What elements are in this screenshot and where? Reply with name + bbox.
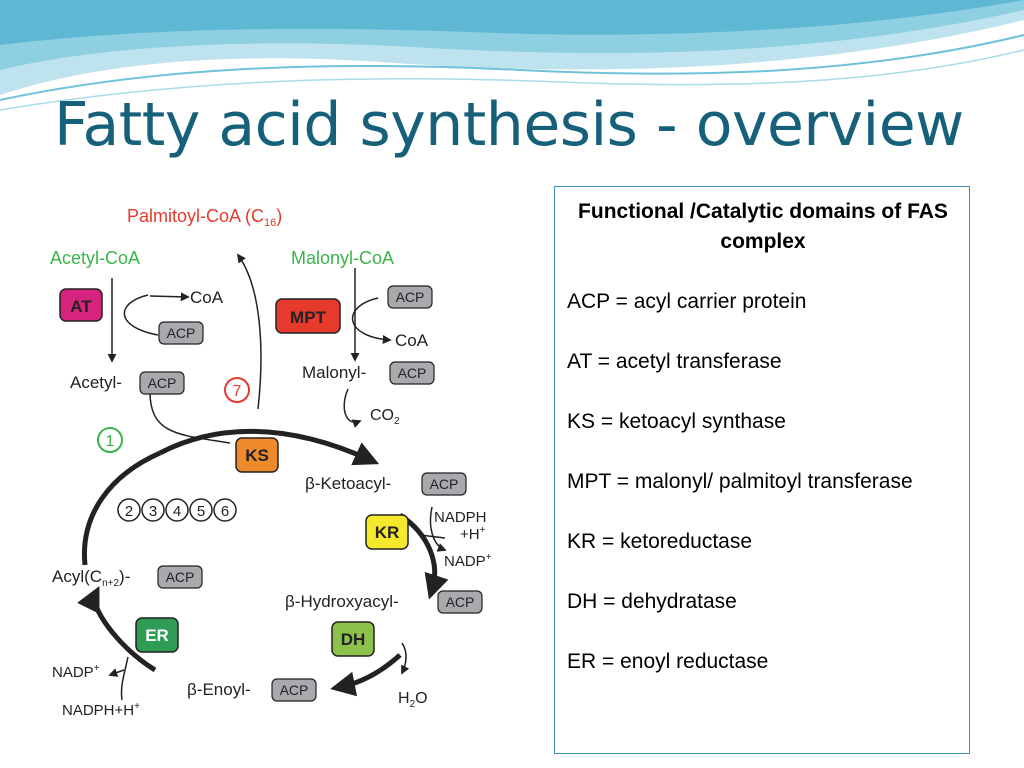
reaction-arrows: [107, 253, 447, 701]
legend-item-er: ER = enoyl reductase: [567, 650, 769, 673]
step-3-label: 3: [149, 503, 157, 520]
step-7-label: 7: [233, 383, 242, 400]
palmitoyl-coa-label: Palmitoyl-CoA (C16): [127, 206, 282, 229]
acp-label-at: ACP: [167, 325, 196, 341]
steps-2-6-markers: 2 3 4 5 6: [117, 498, 237, 522]
coa-label-mpt: CoA: [395, 331, 429, 350]
slide-title: Fatty acid synthesis - overview: [54, 90, 964, 160]
legend-item-dh: DH = dehydratase: [567, 590, 737, 613]
legend-item-ks: KS = ketoacyl synthase: [567, 410, 786, 433]
acetyl-acp-label: Acetyl-: [70, 373, 122, 392]
acp-badge-malonyl: [389, 361, 435, 385]
acp-badge-hydroxyacyl: [437, 590, 483, 614]
enzyme-er-label: ER: [145, 626, 169, 645]
acp-label-enoyl: ACP: [280, 682, 309, 698]
acp-badge-enoyl: [271, 678, 317, 702]
malonyl-acp-label: Malonyl-: [302, 363, 366, 382]
acp-label-ketoacyl: ACP: [430, 476, 459, 492]
step-2-label: 2: [125, 503, 133, 520]
nadp-kr-label: NADP+: [444, 552, 492, 570]
enoyl-acp-label: β-Enoyl-: [187, 680, 251, 699]
step-1-marker: [97, 427, 123, 453]
nadph-er-label: NADPH+H+: [62, 701, 140, 719]
hydroxyacyl-acp-label: β-Hydroxyacyl-: [285, 592, 399, 611]
step-6-label: 6: [221, 503, 229, 520]
step-7-marker: [224, 377, 250, 403]
nadph-kr-label: NADPH: [434, 509, 487, 526]
acp-badge-mpt: [387, 285, 433, 309]
legend-item-at: AT = acetyl transferase: [567, 350, 782, 373]
enzyme-at-label: AT: [70, 297, 92, 316]
step-5-label: 5: [197, 503, 205, 520]
co2-label: CO2: [370, 407, 400, 427]
enzyme-kr-badge: [365, 514, 409, 550]
enzyme-dh-badge: [331, 621, 375, 657]
acp-label-mpt: ACP: [396, 289, 425, 305]
h-plus-kr-label: +H+: [460, 525, 486, 543]
acyl-acp-label: Acyl(Cn+2)-: [52, 567, 130, 589]
enzyme-mpt-label: MPT: [290, 308, 327, 327]
step-4-label: 4: [173, 503, 181, 520]
acp-badge-at: [158, 321, 204, 345]
step-1-label: 1: [106, 433, 115, 450]
legend-item-mpt: MPT = malonyl/ palmitoyl transferase: [567, 470, 913, 493]
enzyme-mpt-badge: [275, 298, 341, 334]
nadp-er-label: NADP+: [52, 663, 100, 681]
enzyme-dh-label: DH: [341, 630, 366, 649]
acp-label-acetyl: ACP: [148, 375, 177, 391]
acp-badge-acyl: [157, 565, 203, 589]
malonyl-coa-label: Malonyl-CoA: [291, 248, 394, 268]
legend-item-kr: KR = ketoreductase: [567, 530, 753, 553]
enzyme-kr-label: KR: [375, 523, 400, 542]
acp-badge-ketoacyl: [421, 472, 467, 496]
fatty-acid-synthesis-cycle-diagram: Palmitoyl-CoA (C16) Acetyl-CoA Malonyl-C…: [50, 206, 492, 719]
acetyl-coa-label: Acetyl-CoA: [50, 248, 140, 268]
fas-domains-legend: Functional /Catalytic domains of FAS com…: [554, 186, 970, 754]
acp-label-malonyl: ACP: [398, 365, 427, 381]
legend-item-acp: ACP = acyl carrier protein: [567, 290, 807, 313]
acp-badge-acetyl: [139, 371, 185, 395]
enzyme-at-badge: [59, 288, 103, 322]
enzyme-ks-badge: [235, 437, 279, 473]
acp-label-hydroxyacyl: ACP: [446, 594, 475, 610]
ketoacyl-acp-label: β-Ketoacyl-: [305, 474, 391, 493]
h2o-label: H2O: [398, 690, 428, 710]
coa-label-at: CoA: [190, 288, 224, 307]
enzyme-er-badge: [135, 617, 179, 653]
slide-header-waves: [0, 0, 1024, 111]
acp-label-acyl: ACP: [166, 569, 195, 585]
legend-heading: Functional /Catalytic domains of FAS com…: [578, 200, 948, 253]
enzyme-ks-label: KS: [245, 446, 269, 465]
